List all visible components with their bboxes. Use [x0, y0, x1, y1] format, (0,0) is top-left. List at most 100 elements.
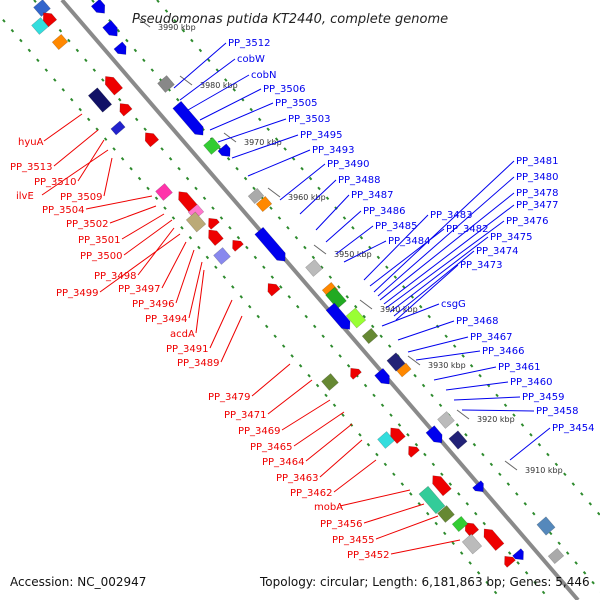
topology-text: Topology: circular; Length: 6,181,863 bp…: [259, 575, 590, 589]
gene-label-pp-3487[interactable]: PP_3487: [351, 190, 394, 201]
gene-label-pp-3482[interactable]: PP_3482: [446, 224, 489, 235]
gene-label-pp-3510[interactable]: PP_3510: [34, 177, 77, 188]
leader-pp-3454: [509, 427, 551, 461]
gene-label-pp-3484[interactable]: PP_3484: [388, 236, 431, 247]
gene-label-pp-3490[interactable]: PP_3490: [327, 159, 370, 170]
gene-label-pp-3463[interactable]: PP_3463: [276, 473, 319, 484]
gene-label-pp-3485[interactable]: PP_3485: [375, 221, 418, 232]
gene-label-pp-3461[interactable]: PP_3461: [498, 362, 541, 373]
leader-pp-3480: [377, 176, 515, 297]
gene-label-acda[interactable]: acdA: [170, 329, 195, 340]
gene-label-moba[interactable]: mobA: [314, 502, 343, 513]
leader-pp-3497: [161, 241, 187, 289]
tick-mark: [313, 244, 327, 255]
gene-label-pp-3488[interactable]: PP_3488: [338, 175, 381, 186]
leader-pp-3509: [103, 157, 113, 197]
gene-label-pp-3512[interactable]: PP_3512: [228, 38, 271, 49]
gene-label-pp-3495[interactable]: PP_3495: [300, 130, 343, 141]
gene-label-cobw[interactable]: cobW: [237, 54, 265, 65]
gene-label-pp-3456[interactable]: PP_3456: [320, 519, 363, 530]
gene-label-pp-3480[interactable]: PP_3480: [516, 172, 559, 183]
gene-label-pp-3483[interactable]: PP_3483: [430, 210, 473, 221]
gene-label-pp-3477[interactable]: PP_3477: [516, 200, 559, 211]
gene-label-pp-3500[interactable]: PP_3500: [80, 251, 123, 262]
gene-label-pp-3506[interactable]: PP_3506: [263, 84, 306, 95]
gene-label-pp-3455[interactable]: PP_3455: [332, 535, 375, 546]
gene-arrow: [325, 302, 351, 330]
gene-label-ilve[interactable]: ilvE: [16, 191, 34, 202]
gene-labels: PP_3512 cobW cobN PP_3506PP_3505PP_3503PP_3…: [10, 38, 595, 561]
tick-mark: [407, 355, 421, 366]
leader-pp-3455: [375, 515, 439, 540]
gene-label-pp-3465[interactable]: PP_3465: [250, 442, 293, 453]
gene-label-pp-3464[interactable]: PP_3464: [262, 457, 305, 468]
gene-label-pp-3454[interactable]: PP_3454: [552, 423, 595, 434]
gene-label-pp-3467[interactable]: PP_3467: [470, 332, 513, 343]
leader-pp-3463: [319, 439, 363, 478]
gene-label-pp-3491[interactable]: PP_3491: [166, 344, 209, 355]
gene-arrow: [119, 103, 133, 117]
gene-block: [33, 0, 51, 17]
map-title: Pseudomonas putida KT2440, complete geno…: [132, 12, 448, 27]
gene-block: [321, 373, 339, 391]
leader-pp-3491: [209, 299, 233, 349]
gene-label-pp-3505[interactable]: PP_3505: [275, 98, 318, 109]
gene-label-cobn[interactable]: cobN: [251, 70, 276, 81]
leader-pp-3496: [175, 249, 195, 304]
gene-label-pp-3493[interactable]: PP_3493: [312, 145, 355, 156]
leader-pp-3476: [385, 220, 505, 309]
gene-label-pp-3489[interactable]: PP_3489: [177, 358, 220, 369]
gene-arrow: [217, 143, 231, 157]
gene-arrow: [483, 528, 505, 552]
gene-label-pp-3504[interactable]: PP_3504: [42, 205, 85, 216]
gene-label-pp-3469[interactable]: PP_3469: [238, 426, 281, 437]
gene-block: [305, 259, 323, 277]
gene-label-pp-3479[interactable]: PP_3479: [208, 392, 251, 403]
gene-label-pp-3474[interactable]: PP_3474: [476, 246, 519, 257]
gene-label-pp-3468[interactable]: PP_3468: [456, 316, 499, 327]
gene-block: [213, 247, 231, 265]
gene-label-pp-3513[interactable]: PP_3513: [10, 162, 53, 173]
gene-label-pp-3466[interactable]: PP_3466: [482, 346, 525, 357]
gene-label-pp-3462[interactable]: PP_3462: [290, 488, 333, 499]
gene-label-hyua[interactable]: hyuA: [18, 137, 44, 148]
gene-label-pp-3458[interactable]: PP_3458: [536, 406, 579, 417]
leader-pp-3460: [445, 381, 509, 391]
gene-label-pp-3503[interactable]: PP_3503: [288, 114, 331, 125]
gene-label-pp-3497[interactable]: PP_3497: [118, 284, 161, 295]
gene-label-pp-3499[interactable]: PP_3499: [56, 288, 99, 299]
gene-block: [396, 362, 412, 378]
gene-label-pp-3476[interactable]: PP_3476: [506, 216, 549, 227]
gene-label-pp-3494[interactable]: PP_3494: [145, 314, 188, 325]
leader-pp-3510: [77, 139, 105, 182]
gene-label-pp-3459[interactable]: PP_3459: [522, 392, 565, 403]
leader-pp-3466: [415, 350, 481, 361]
gene-block: [536, 516, 556, 536]
leader-pp-3495: [231, 134, 299, 159]
leader-pp-3461: [433, 366, 497, 381]
dotted-ring-3: [91, 0, 600, 593]
gene-label-pp-3452[interactable]: PP_3452: [347, 550, 390, 561]
label-leaders: [41, 42, 551, 555]
tick-mark: [137, 17, 151, 28]
gene-label-pp-3471[interactable]: PP_3471: [224, 410, 267, 421]
gene-arrow: [102, 19, 118, 37]
leader-pp-3503: [217, 118, 287, 143]
leader-pp-3452: [390, 539, 461, 555]
tick-mark: [456, 409, 470, 420]
gene-label-pp-3486[interactable]: PP_3486: [363, 206, 406, 217]
gene-arrow: [472, 480, 484, 493]
gene-label-pp-3460[interactable]: PP_3460: [510, 377, 553, 388]
leader-cobw: [179, 58, 236, 101]
gene-label-pp-3509[interactable]: PP_3509: [60, 192, 103, 203]
gene-label-pp-3481[interactable]: PP_3481: [516, 156, 559, 167]
gene-label-pp-3473[interactable]: PP_3473: [460, 260, 503, 271]
gene-label-pp-3501[interactable]: PP_3501: [78, 235, 121, 246]
gene-label-pp-3502[interactable]: PP_3502: [66, 219, 109, 230]
gene-label-csgg[interactable]: csgG: [441, 299, 466, 310]
gene-label-pp-3496[interactable]: PP_3496: [132, 299, 175, 310]
gene-label-pp-3478[interactable]: PP_3478: [516, 188, 559, 199]
gene-label-pp-3475[interactable]: PP_3475: [490, 232, 533, 243]
gene-arrow: [90, 0, 106, 14]
gene-label-pp-3498[interactable]: PP_3498: [94, 271, 137, 282]
